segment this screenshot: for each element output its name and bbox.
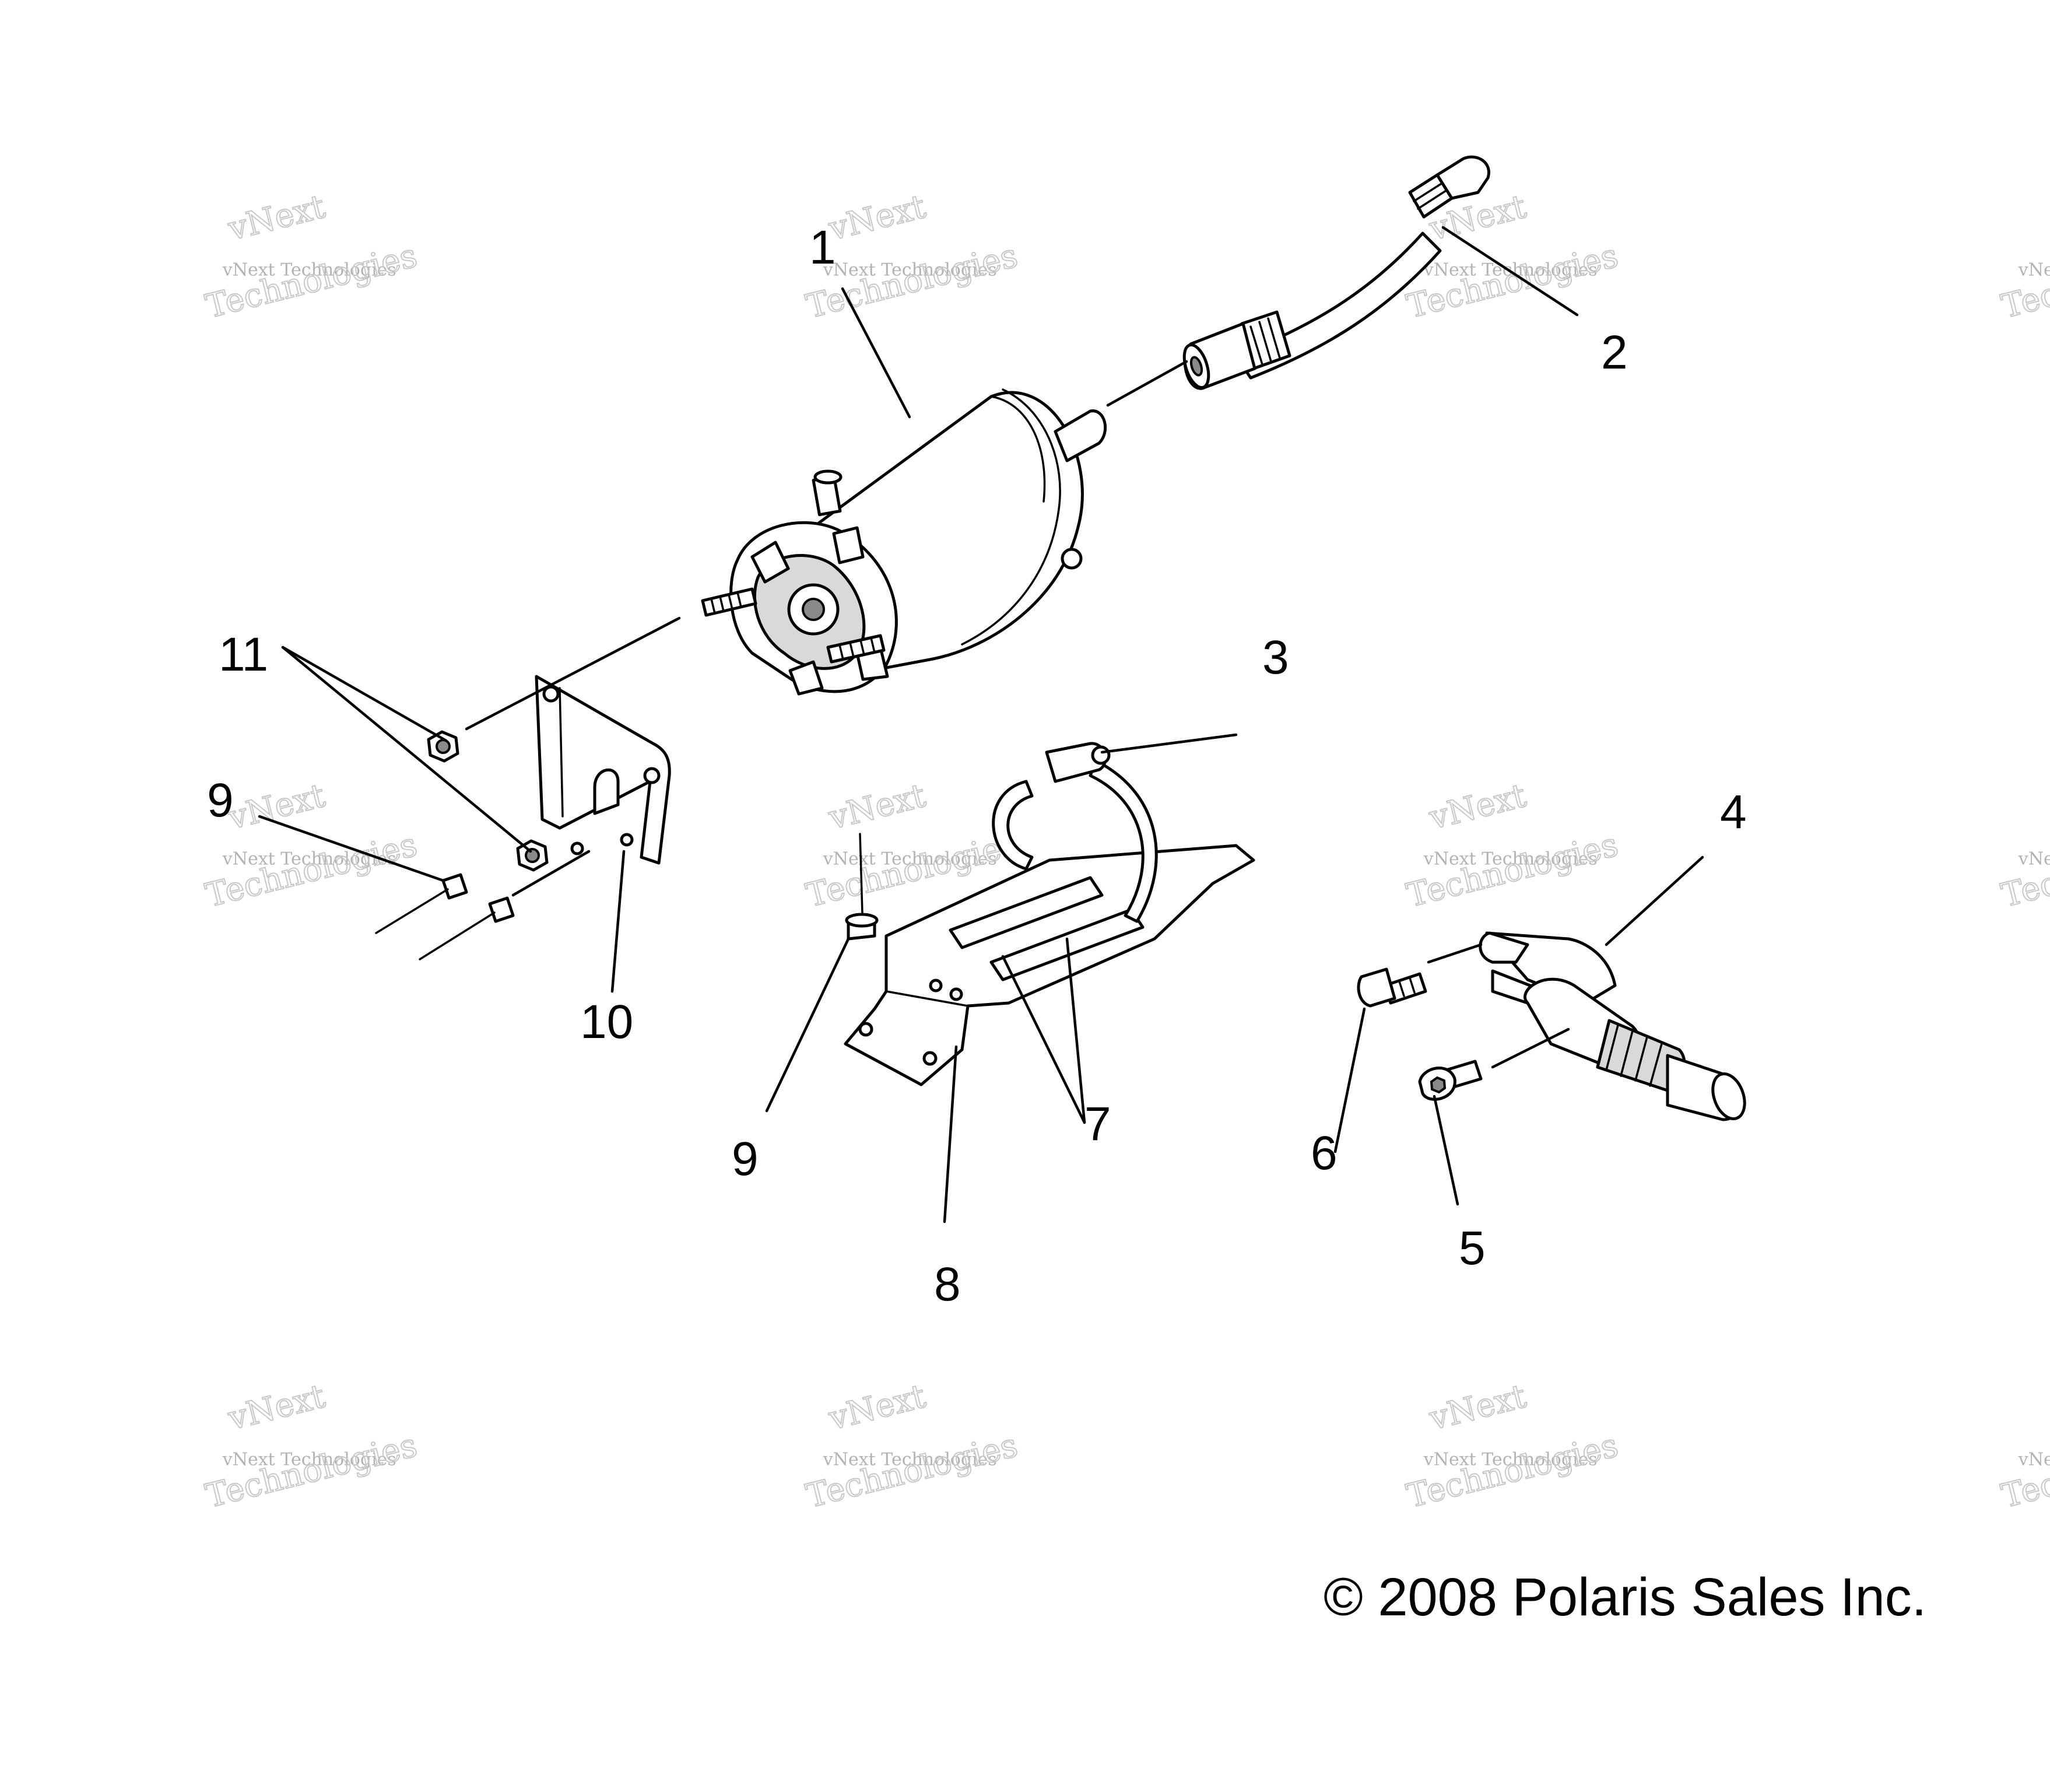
- callout-9-tray: 9: [732, 1132, 759, 1186]
- part-10-bracket: [535, 675, 671, 865]
- watermark: vNext Technologies Technologies: [1997, 825, 2050, 916]
- callout-6: 6: [1311, 1127, 1338, 1180]
- callout-7: 7: [1084, 1097, 1111, 1151]
- part-9-rivet-tray: [845, 833, 879, 941]
- part-3-strap: [992, 742, 1158, 923]
- svg-text:vNext Technologies: vNext Technologies: [222, 1450, 396, 1470]
- svg-text:Technologies: Technologies: [202, 826, 420, 915]
- svg-text:vNext: vNext: [824, 1377, 929, 1438]
- watermark: vNext Technologies Technologies: [1997, 236, 2050, 327]
- callouts: 1 2 3 4 5 6 7 8 9 9 10 11: [207, 221, 1747, 1311]
- svg-text:vNext Technologies: vNext Technologies: [222, 849, 396, 869]
- callout-10: 10: [580, 995, 633, 1048]
- part-9-rivets-left: [375, 873, 515, 960]
- svg-text:vNext Technologies: vNext Technologies: [1423, 1450, 1598, 1470]
- part-2-cable: [1182, 155, 1490, 390]
- watermark: vNext vNext Technologies Technologies: [201, 187, 421, 327]
- svg-text:vNext: vNext: [224, 1377, 329, 1438]
- callout-11: 11: [219, 628, 268, 681]
- svg-text:vNext Technologies: vNext Technologies: [222, 260, 396, 280]
- part-6-bolt: [1357, 967, 1427, 1008]
- watermark: vNext vNext Technologies Technologies: [1402, 776, 1622, 916]
- watermarks: vNext vNext Technologies Technologies vN…: [201, 187, 2050, 1516]
- svg-text:vNext Technologies: vNext Technologies: [2018, 849, 2050, 869]
- part-1-starter-motor: [701, 388, 1107, 696]
- part-4-starter-drive: [1479, 931, 1746, 1121]
- svg-text:vNext Technologies: vNext Technologies: [1423, 849, 1598, 869]
- callout-1: 1: [809, 221, 836, 274]
- svg-text:vNext Technologies: vNext Technologies: [2018, 260, 2050, 280]
- callout-5: 5: [1459, 1222, 1486, 1275]
- svg-text:Technologies: Technologies: [1998, 237, 2050, 326]
- svg-text:vNext: vNext: [1425, 777, 1530, 837]
- svg-text:vNext Technologies: vNext Technologies: [823, 1450, 997, 1470]
- svg-text:Technologies: Technologies: [1998, 1426, 2050, 1516]
- svg-text:Technologies: Technologies: [202, 237, 420, 326]
- svg-text:vNext: vNext: [824, 777, 929, 837]
- svg-text:vNext: vNext: [1425, 1377, 1530, 1438]
- watermark: vNext Technologies Technologies: [1997, 1426, 2050, 1516]
- watermark: vNext vNext Technologies Technologies: [201, 1377, 421, 1516]
- leader-lines: [258, 226, 1704, 1223]
- svg-text:Technologies: Technologies: [802, 1426, 1021, 1516]
- part-8-tray: [844, 844, 1255, 1086]
- svg-text:vNext: vNext: [224, 188, 329, 248]
- svg-text:vNext Technologies: vNext Technologies: [2018, 1450, 2050, 1470]
- part-5-bolt: [1418, 1060, 1483, 1101]
- callout-8: 8: [934, 1258, 961, 1311]
- svg-text:Technologies: Technologies: [1403, 826, 1621, 915]
- callout-4: 4: [1720, 785, 1747, 839]
- svg-text:Technologies: Technologies: [1403, 1426, 1621, 1516]
- svg-text:Technologies: Technologies: [1998, 826, 2050, 915]
- callout-3: 3: [1262, 631, 1289, 684]
- svg-text:vNext: vNext: [224, 777, 329, 837]
- watermark: vNext vNext Technologies Technologies: [1402, 1377, 1622, 1516]
- callout-2: 2: [1601, 326, 1628, 379]
- svg-text:vNext Technologies: vNext Technologies: [823, 849, 997, 869]
- watermark: vNext vNext Technologies Technologies: [802, 1377, 1022, 1516]
- svg-text:vNext Technologies: vNext Technologies: [823, 260, 997, 280]
- svg-text:vNext: vNext: [824, 188, 929, 248]
- copyright-text: © 2008 Polaris Sales Inc.: [1324, 1567, 1926, 1627]
- svg-text:Technologies: Technologies: [202, 1426, 420, 1516]
- callout-9-left: 9: [207, 774, 234, 827]
